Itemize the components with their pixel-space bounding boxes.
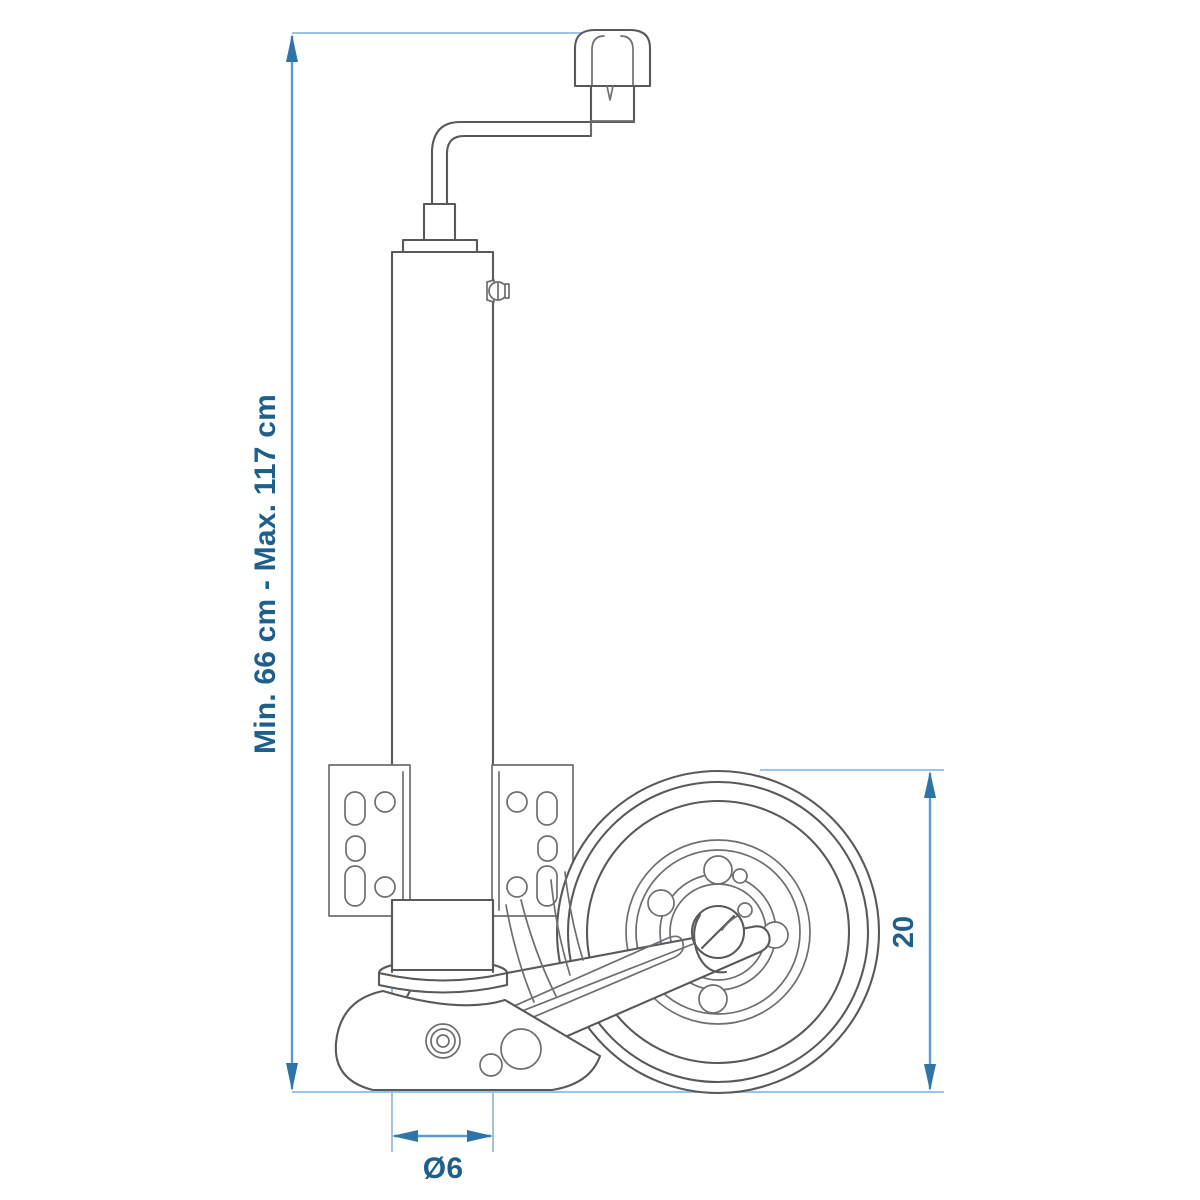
wheel-bolt-hole [698, 984, 728, 1014]
bottom-housing [334, 989, 602, 1092]
locking-bolt [486, 279, 510, 303]
split-pin-loop [693, 913, 728, 974]
axle-bolt-with-split-pin [690, 902, 753, 974]
height-dimension-group: Min. 66 cm - Max. 117 cm [249, 32, 700, 1093]
crank-handle-knob [573, 28, 652, 124]
wheel-dim-arrow-top [924, 771, 936, 798]
tube-top-cap [401, 202, 479, 254]
wheel-rim-inner [635, 849, 801, 1015]
tube-dim-arrow-left [392, 1130, 418, 1142]
fork-side-plate [505, 871, 584, 1003]
split-pin-eye [737, 902, 753, 918]
housing-rivet [425, 1023, 461, 1059]
crank-arm [430, 120, 593, 207]
housing-hole-small [479, 1053, 503, 1077]
wheel-diameter-dimension-group: 20 [700, 769, 944, 1093]
inner-tube-bottom-overlap [390, 898, 495, 974]
wheel-rim-mid [625, 839, 811, 1025]
mounting-bracket-left [328, 764, 411, 917]
height-dim-arrow-top [286, 34, 298, 62]
housing-hole-large [500, 1028, 542, 1070]
height-dim-arrow-bottom [286, 1063, 298, 1091]
wheel-bolt-hole [647, 889, 675, 917]
tube-dim-arrow-right [467, 1130, 493, 1142]
wheel-bolt-hole [703, 855, 733, 885]
wheel-dim-arrow-bottom [924, 1064, 936, 1091]
wheel-rim-outer [585, 799, 851, 1065]
wheel-diameter-label: 20 [888, 916, 920, 948]
wheel-tire-inner [566, 780, 870, 1084]
height-dimension-label: Min. 66 cm - Max. 117 cm [249, 394, 282, 754]
wheel-valve-hole [732, 868, 748, 884]
mounting-bracket-right [491, 764, 574, 917]
tube-diameter-label: Ø6 [423, 1152, 463, 1185]
